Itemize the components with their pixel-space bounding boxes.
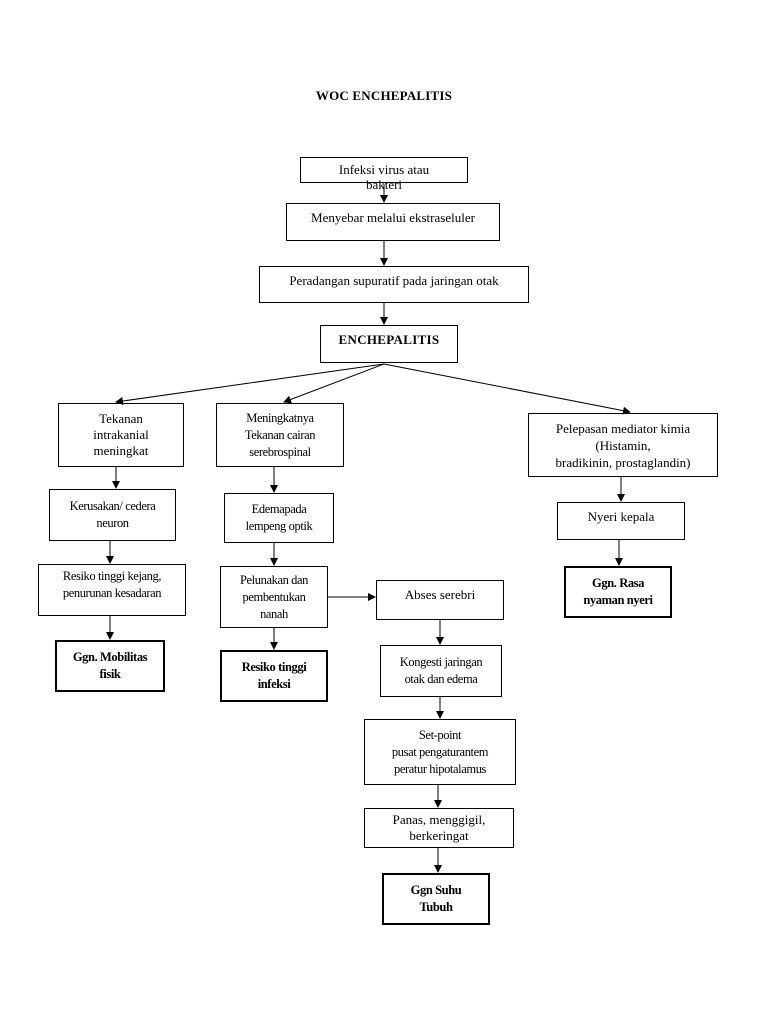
node-text-line: Panas, menggigil, <box>392 812 486 827</box>
node-text-line: Menyebar melalui ekstraseluler <box>311 210 475 225</box>
node-text-line: Set-point <box>418 727 462 742</box>
node-edema-lempeng-optik: Edemapada lempeng optik <box>224 493 334 543</box>
node-ggn-rasa-nyaman: Ggn. Rasa nyaman nyeri <box>564 566 672 618</box>
node-text-line: penurunan kesadaran <box>62 586 162 600</box>
node-text-line: intrakanial <box>93 427 149 442</box>
node-text-line: otak dan edema <box>404 672 478 686</box>
node-text-line: neuron <box>96 516 129 530</box>
node-tekanan-intrakanial: Tekanan intrakanial meningkat <box>58 403 184 467</box>
arrow-enchepalitis-to-meningkatnya <box>283 363 385 404</box>
node-text-line: Ggn. Rasa <box>592 576 644 590</box>
node-text-line: Tubuh <box>419 900 453 914</box>
node-text-line: nanah <box>260 606 288 621</box>
node-menyebar-ekstraseluler: Menyebar melalui ekstraseluler <box>286 203 500 241</box>
node-text-line: Resiko tinggi <box>241 660 307 674</box>
node-panas-menggigil: Panas, menggigil, berkeringat <box>364 808 514 848</box>
node-text-line: nyaman nyeri <box>583 593 653 607</box>
node-text-line: ENCHEPALITIS <box>338 332 440 347</box>
arrow-enchepalitis-to-tekanan <box>115 363 385 405</box>
node-text-line: Abses serebri <box>404 587 476 602</box>
node-nyeri-kepala: Nyeri kepala <box>557 502 685 540</box>
node-text-line: fisik <box>99 667 121 681</box>
node-text-line: Tekanan <box>99 411 143 426</box>
node-kongesti-jaringan: Kongesti jaringan otak dan edema <box>380 645 502 697</box>
node-ggn-suhu-tubuh: Ggn Suhu Tubuh <box>382 873 490 925</box>
node-text-line: Peradangan supuratif pada jaringan otak <box>289 273 499 288</box>
node-text-line: pusat pengaturantem <box>391 744 489 759</box>
node-text-line: Nyeri kepala <box>587 509 655 524</box>
node-text-line: Kerusakan/ cedera <box>69 499 156 513</box>
node-text-line: Resiko tinggi kejang, <box>62 569 162 583</box>
node-peradangan-supuratif: Peradangan supuratif pada jaringan otak <box>259 266 529 303</box>
diagram-title: WOC ENCHEPALITIS <box>315 88 453 103</box>
node-text-line: peratur hipotalamus <box>393 761 487 776</box>
node-text-line: infeksi <box>257 677 291 691</box>
node-pelunakan-nanah: Pelunakan dan pembentukan nanah <box>220 566 328 628</box>
node-text-line: bradikinin, prostaglandin) <box>555 454 691 470</box>
node-resiko-kejang: Resiko tinggi kejang, penurunan kesadara… <box>38 564 186 616</box>
node-set-point-hipotalamus: Set-point pusat pengaturantem peratur hi… <box>364 719 516 785</box>
node-enchepalitis: ENCHEPALITIS <box>320 325 458 363</box>
arrow-enchepalitis-to-pelepasan <box>383 363 631 415</box>
node-text-line: Tekanan cairan <box>244 427 316 442</box>
node-kerusakan-neuron: Kerusakan/ cedera neuron <box>49 489 176 541</box>
node-text-line: bakteri <box>365 177 403 192</box>
node-text-line: meningkat <box>93 443 149 458</box>
node-text-line: berkeringat <box>409 828 469 843</box>
node-text-line: (Histamin, <box>595 437 651 453</box>
node-text-line: Ggn. Mobilitas <box>72 650 148 664</box>
node-abses-serebri: Abses serebri <box>376 580 504 620</box>
node-text-line: Pelunakan dan <box>239 572 309 587</box>
node-text-line: Ggn Suhu <box>410 883 462 897</box>
node-text-line: Kongesti jaringan <box>399 655 483 669</box>
node-ggn-mobilitas: Ggn. Mobilitas fisik <box>55 640 165 692</box>
node-resiko-infeksi: Resiko tinggi infeksi <box>220 650 328 702</box>
node-text-line: Infeksi virus atau <box>338 162 430 177</box>
node-pelepasan-mediator-kimia: Pelepasan mediator kimia (Histamin, brad… <box>528 413 718 477</box>
node-text-line: Edemapada <box>251 502 307 516</box>
node-infeksi-virus: Infeksi virus atau bakteri <box>300 157 468 192</box>
node-text-line: serebrospinal <box>249 444 311 459</box>
node-text-line: Pelepasan mediator kimia <box>555 420 691 436</box>
node-text-line: pembentukan <box>242 589 306 604</box>
node-tekanan-cairan-serebrospinal: Meningkatnya Tekanan cairan serebrospina… <box>216 403 344 467</box>
node-text-line: lempeng optik <box>245 519 313 533</box>
node-text-line: Meningkatnya <box>246 410 314 425</box>
